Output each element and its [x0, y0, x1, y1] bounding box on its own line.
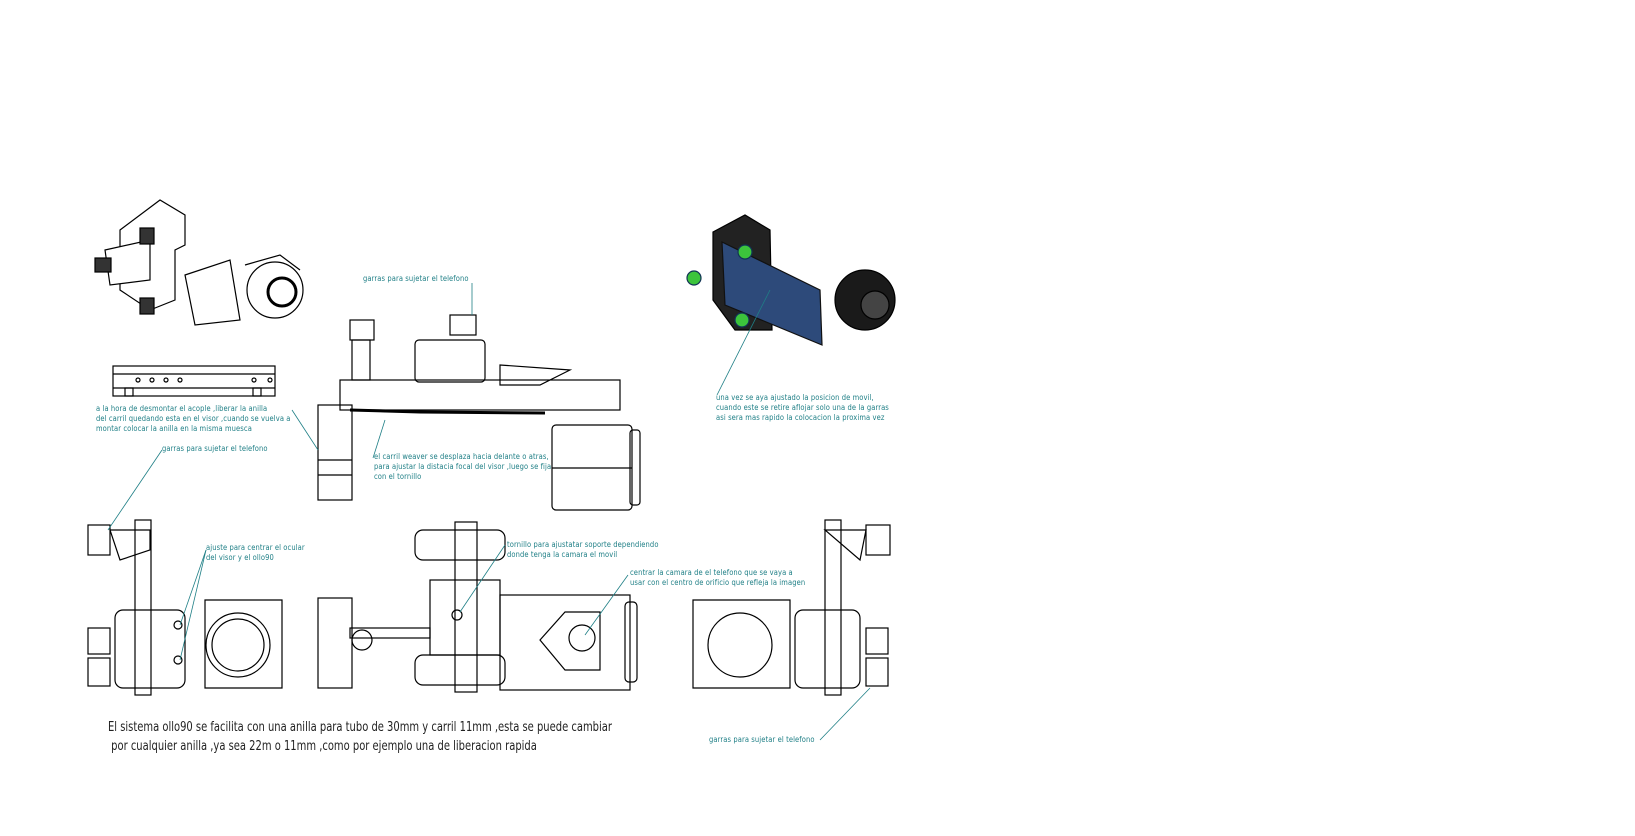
front-view-right: [692, 519, 891, 696]
front-view-left: [87, 519, 283, 696]
note-ocular-center: ajuste para centrar el ocular del visor …: [206, 543, 305, 562]
note-phone-position: una vez se aya ajustado la posicion de m…: [716, 393, 889, 422]
main-caption: El sistema ollo90 se facilita con una an…: [108, 719, 612, 754]
isometric-view-color: [686, 214, 896, 346]
note-camera-center: centrar la camara de el telefono que se …: [630, 568, 806, 587]
leader-lines: [107, 283, 871, 741]
note-weaver-rail: el carril weaver se desplaza hacia delan…: [374, 452, 552, 481]
note-ring-release: a la hora de desmontar el acople ,libera…: [96, 404, 291, 433]
isometric-view-bw: [94, 199, 304, 326]
weaver-rail-view: [112, 365, 276, 397]
note-claws-left: garras para sujetar el telefono: [162, 444, 268, 453]
note-claws-bottom-right: garras para sujetar el telefono: [709, 735, 815, 744]
side-view: [317, 314, 641, 511]
note-claws-top: garras para sujetar el telefono: [363, 274, 469, 283]
note-screw-adjust: tornillo para ajustatar soporte dependie…: [507, 540, 659, 559]
